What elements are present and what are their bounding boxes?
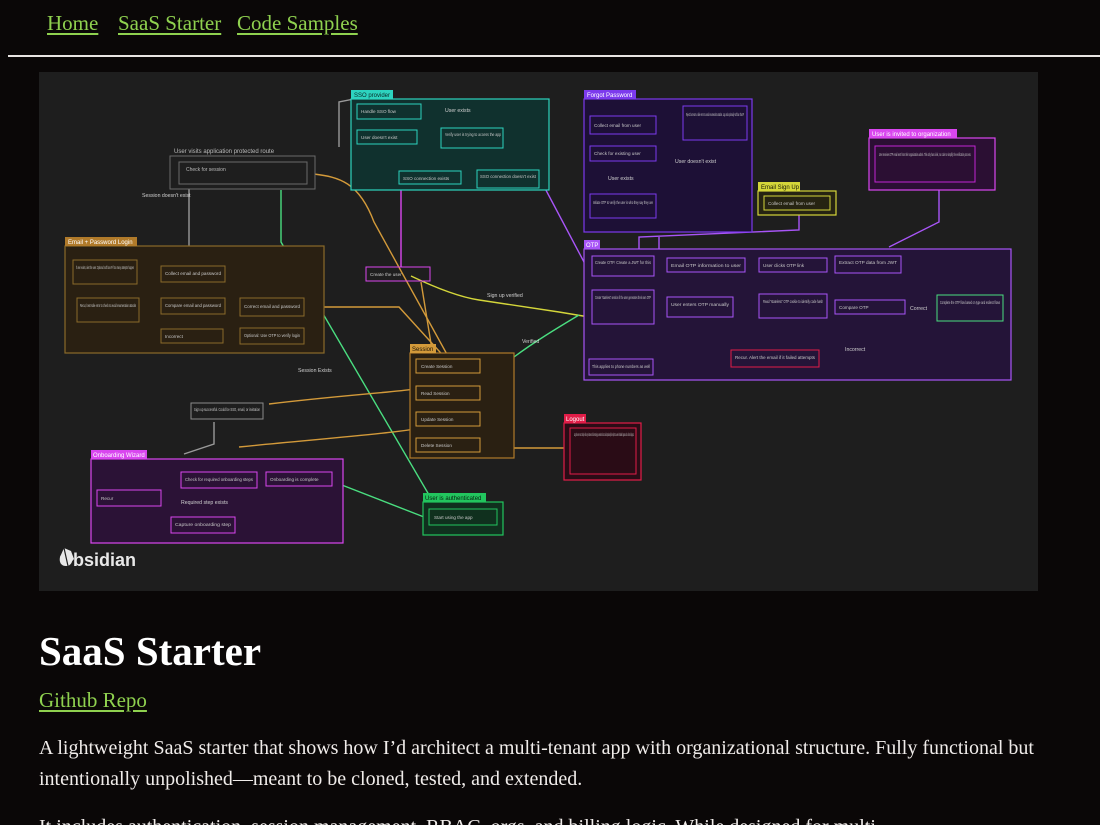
node-user-visits: User visits application protected route [174, 149, 275, 155]
group-email-signup: Email Sign Up [757, 182, 837, 216]
node-optional-otp: Optional: Use OTP to verify login [244, 333, 300, 338]
edge-label-user-exists-fp: User exists [608, 176, 634, 182]
node-clicks-otp: User clicks OTP link [763, 263, 805, 268]
edge-label-session-not-exist: Session doesn't exist [142, 193, 191, 199]
node-delete-session: Delete Session [421, 443, 452, 448]
node-check-existing: Check for existing user [594, 151, 641, 156]
node-user-doesnt-exist-sso: User doesn't exist [361, 135, 398, 140]
node-incorrect-pw: Incorrect [165, 334, 184, 339]
intro-paragraph: A lightweight SaaS starter that shows ho… [39, 737, 1034, 790]
node-read-session: Read Session [421, 391, 450, 396]
group-session: Session [409, 344, 515, 459]
node-sso-not-exist: SSO connection doesn't exist [480, 174, 537, 179]
node-extract-otp: Extract OTP data from JWT [839, 260, 897, 265]
node-invite-text: User receives OTP email sent from their … [879, 152, 971, 157]
node-handle-sso: Handle SSO flow [361, 109, 397, 114]
node-recur-onboard: Recur [101, 496, 114, 501]
page-title: SaaS Starter [39, 628, 262, 674]
group-user-invited: User is invited to organization [868, 129, 996, 191]
group-label-otp: OTP [586, 243, 598, 249]
top-nav: Home SaaS Starter Code Samples [0, 0, 1100, 56]
node-create-session: Create Session [421, 364, 453, 369]
nav-divider [8, 55, 1100, 57]
edge-label-verified: Verified [522, 339, 539, 345]
node-phone-note: This applies to phone numbers as well [592, 364, 650, 369]
group-label-session: Session [412, 347, 433, 353]
node-start-app: Start using the app [434, 515, 473, 520]
node-compare-email-pw: Compare email and password [165, 303, 221, 308]
edge-label-incorrect: Incorrect [845, 347, 866, 353]
edge-label-correct: Correct [910, 306, 928, 312]
edge-email-to-otp [638, 212, 800, 252]
node-logout-text: Log the user out. Simple for any instanc… [574, 432, 634, 437]
edge-label-required-step: Required step exists [181, 500, 228, 506]
group-email-password-login: Email + Password Login [64, 237, 325, 354]
features-paragraph: It includes authentication, session mana… [39, 812, 1069, 825]
obsidian-logo: Obsidian [59, 547, 136, 573]
node-create-otp: Create OTP. Create a JWT for this [595, 260, 652, 265]
nav-link-home[interactable]: Home [47, 11, 99, 35]
group-label-onboarding: Onboarding Wizard [93, 453, 145, 459]
edge-signup-onboard [183, 422, 215, 455]
node-update-session: Update Session [421, 417, 454, 422]
diagram-canvas: SSO provider Forgot Password User is inv… [64, 90, 1012, 544]
group-forgot-password: Forgot Password [583, 90, 753, 233]
edge-onboard-auth [328, 479, 425, 518]
group-label-forgot-password: Forgot Password [587, 93, 632, 99]
group-logout: Logout [563, 414, 642, 481]
group-otp: OTP [583, 240, 1012, 381]
node-collect-email-signup: Collect email from user [768, 201, 815, 206]
group-label-sso: SSO provider [354, 93, 390, 99]
node-enters-otp: User enters OTP manually [671, 302, 730, 307]
node-user-exists-sure: If user exists, alert the user. Optional… [76, 265, 134, 270]
node-capture-step: Capture onboarding step [175, 522, 231, 527]
edge-verified [513, 314, 580, 358]
obsidian-gem-icon [60, 547, 74, 567]
node-collect-email-pw: Collect email and password [165, 271, 221, 276]
node-signup-success: Sign up successful. Could be SSO, email,… [194, 407, 260, 412]
obsidian-logo-text: Obsidian [59, 549, 137, 570]
edge-label-user-doesnt-exist-fp: User doesn't exist [675, 159, 717, 165]
architecture-diagram-image: SSO provider Forgot Password User is inv… [39, 72, 1038, 591]
edge-label-signup-verified: Sign up verified [487, 293, 523, 299]
node-create-user: Create the user [370, 272, 402, 277]
edge-signup-verified [410, 275, 590, 318]
node-recur-alert: Recur. Alert the email if it failed atte… [735, 355, 816, 360]
edge-label-user-exists: User exists [445, 108, 471, 114]
group-onboarding: Onboarding Wizard [90, 450, 344, 544]
edge-login-to-session [304, 306, 450, 363]
github-repo-link[interactable]: Github Repo [39, 688, 147, 712]
group-label-email-signup: Email Sign Up [761, 185, 800, 191]
node-complete-otp: Complete the OTP flow based on type and … [940, 300, 1000, 305]
node-read-stateless: Read "stateless" OTP cookie to identify … [763, 299, 823, 304]
node-check-onboarding: Check for required onboarding steps [185, 477, 254, 482]
node-check-session: Check for session [186, 167, 226, 173]
node-verify-user: Verify user is trying to access the app [445, 132, 501, 137]
node-email-otp: Email OTP information to user [671, 263, 742, 268]
nav-link-saas-starter[interactable]: SaaS Starter [118, 11, 222, 35]
group-label-logout: Logout [566, 417, 585, 423]
node-correct-email-pw: Correct email and password [244, 304, 300, 309]
edge-invite-to-otp [888, 190, 940, 248]
node-reject: Reject but return a fake error to avoid … [686, 112, 744, 117]
group-label-user-invited: User is invited to organization [872, 132, 951, 138]
node-initiate-otp: Initiate OTP to verify the user is who t… [593, 200, 653, 205]
node-collect-email-fp: Collect email from user [594, 123, 641, 128]
group-authenticated: User is authenticated [422, 493, 504, 536]
group-label-email-password-login: Email + Password Login [68, 240, 133, 246]
group-label-authenticated: User is authenticated [425, 496, 481, 502]
node-compare-otp: Compare OTP [839, 305, 869, 310]
nav-link-code-samples[interactable]: Code Samples [237, 11, 358, 35]
node-onboarding-complete: Onboarding is complete [270, 477, 319, 482]
edge-label-session-exists: Session Exists [298, 368, 332, 374]
node-sso-exists: SSO connection exists [403, 176, 450, 181]
node-recur-password: Recur, best safe error to check to avoid… [80, 303, 136, 308]
node-stateless-session: Create "stateless" session if the user g… [595, 295, 651, 300]
